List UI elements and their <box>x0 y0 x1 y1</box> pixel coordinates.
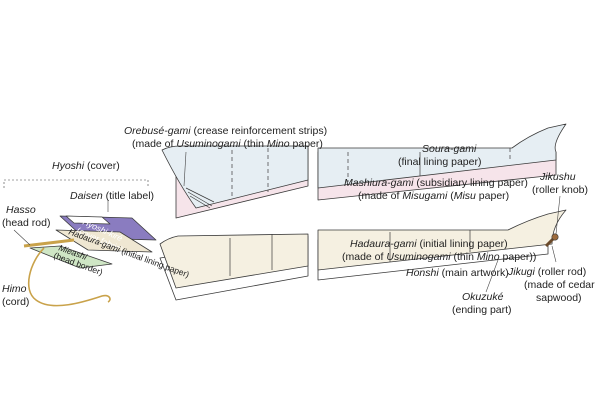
daisen-label-text: Daisen (title label) <box>70 190 154 202</box>
hadaura-gami-sheet-left <box>159 233 309 289</box>
orebuse-label-line1: Orebusé-gami (crease reinforcement strip… <box>124 125 327 137</box>
mieashi-sheet <box>29 245 113 269</box>
jikushu-leader <box>555 195 561 235</box>
orebuse-leader <box>183 151 187 187</box>
mashiura-label-line2: (made of Misugami (Misu paper) <box>358 190 509 202</box>
hyoshi-label: Hyoshi (cover) <box>52 160 120 172</box>
hasso-label-line2: (head rod) <box>2 217 50 229</box>
soura-label-line1: Soura-gami <box>422 143 477 155</box>
himo-label-line2: (cord) <box>2 296 29 308</box>
honshi-label: Honshi (main artwork) <box>406 267 509 279</box>
daisen-label <box>65 215 111 225</box>
hasso-label-line1: Hasso <box>6 204 36 216</box>
hasso-leader <box>13 229 31 246</box>
hadaura-small-sheet <box>55 229 153 253</box>
mashiura-label-line1: Mashiura-gami (subsidiary lining paper) <box>344 177 528 189</box>
okuzuke-label-line2: (ending part) <box>452 304 512 316</box>
himo-label-line1: Himo <box>2 283 27 295</box>
hadaura-label-line1: Hadaura-gami (initial lining paper) <box>350 238 508 250</box>
jikushu-knob <box>551 233 559 241</box>
jikugi-label-line1: Jikugi (roller rod) <box>507 266 586 278</box>
hyoshi-bracket <box>3 179 149 188</box>
jikugi-label-line3: sapwood) <box>536 292 582 304</box>
soura-label-line2: (final lining paper) <box>398 156 481 168</box>
jikugi-leader <box>551 245 557 263</box>
okuzuke-label-line1: Okuzuké <box>462 291 504 303</box>
hadaura-label-line2: (made of Usuminogami (thin Mino paper)) <box>342 251 536 263</box>
himo-cord <box>27 247 111 307</box>
orebuse-strips <box>185 187 215 209</box>
hasso-rod <box>23 238 75 248</box>
soura-gami-sheet-right <box>317 123 567 189</box>
soura-gami-sheet-left <box>161 145 309 209</box>
okuzuke-leader <box>485 259 499 293</box>
jikushu-label-line1: Jikushu <box>539 171 576 183</box>
jikugi-label-line2: (made of cedar <box>524 279 595 291</box>
jikushu-label-line2: (roller knob) <box>532 184 588 196</box>
orebuse-label-line2: (made of Usuminogami (thin Mino paper) <box>132 138 323 150</box>
